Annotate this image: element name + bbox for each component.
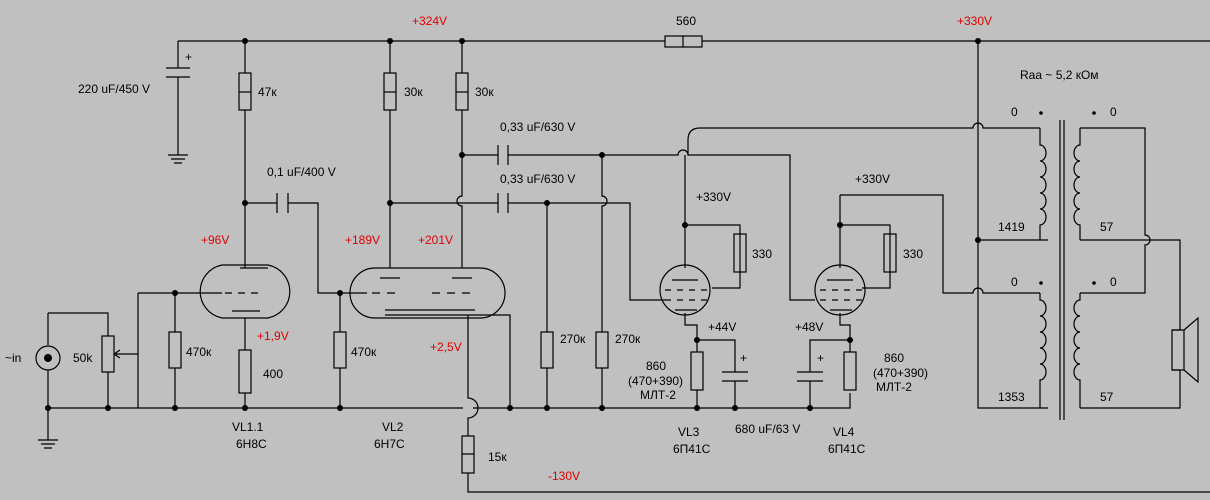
r470k-a-symbol	[168, 331, 182, 369]
voltage-44: +44V	[708, 320, 736, 334]
input-label: ~in	[5, 351, 21, 365]
r860-b-label: 860	[884, 351, 904, 365]
voltage-189: +189V	[345, 233, 380, 247]
c680-a-symbol	[722, 371, 748, 382]
c01-symbol	[276, 193, 289, 213]
tap-0-c: 0	[1011, 275, 1018, 289]
supply-330-vl4: +330V	[855, 172, 890, 186]
r470k-b-label: 470к	[351, 345, 377, 359]
r860-a-sub: (470+390)	[628, 374, 683, 388]
wires	[38, 40, 1210, 493]
input-jack-symbol	[35, 345, 61, 371]
c01-label: 0,1 uF/400 V	[267, 165, 336, 179]
vl3-name: VL3	[678, 425, 700, 439]
r400-symbol	[238, 349, 252, 394]
voltage-1-9: +1,9V	[257, 329, 289, 343]
voltage-96: +96V	[201, 233, 229, 247]
c033-b-label: 0,33 uF/630 V	[500, 172, 575, 186]
c033-b-symbol	[497, 193, 509, 213]
tap-0-d: 0	[1110, 275, 1117, 289]
r15k-label: 15к	[488, 450, 507, 464]
vl2-name: VL2	[382, 420, 404, 434]
tap-0-b: 0	[1110, 105, 1117, 119]
voltage-2-5: +2,5V	[430, 340, 462, 354]
r330-b-label: 330	[903, 247, 923, 261]
turns-1353: 1353	[998, 390, 1025, 404]
filter-capacitor-label: 220 uF/450 V	[78, 82, 150, 96]
turns-57-b: 57	[1100, 390, 1114, 404]
vl2-type: 6Н7С	[374, 437, 405, 451]
filter-capacitor-symbol: +	[166, 50, 192, 78]
r330-a-label: 330	[752, 247, 772, 261]
turns-57-a: 57	[1100, 220, 1114, 234]
tap-0-a: 0	[1011, 105, 1018, 119]
r860-a-label: 860	[646, 359, 666, 373]
voltage-324: +324V	[412, 14, 447, 28]
tube-vl3	[659, 264, 711, 316]
vl3-type: 6П41С	[673, 442, 711, 456]
c680-a-plus: +	[740, 351, 747, 365]
r470k-b-symbol	[333, 331, 347, 369]
c680-label: 680 uF/63 V	[735, 422, 800, 436]
voltage-201: +201V	[418, 233, 453, 247]
r270k-a-label: 270к	[560, 332, 586, 346]
tube-vl1	[199, 264, 291, 319]
voltage-330-top: +330V	[957, 14, 992, 28]
vl1-type: 6Н8С	[236, 437, 267, 451]
vl4-name: VL4	[833, 425, 855, 439]
r860-a-type: МЛТ-2	[640, 388, 676, 402]
c680-b-symbol	[797, 371, 823, 382]
r400-label: 400	[263, 367, 283, 381]
cap-plus-sign: +	[185, 50, 192, 64]
tube-vl4	[814, 264, 866, 316]
pot50k-symbol	[101, 335, 115, 373]
c680-b-plus: +	[817, 351, 824, 365]
voltage-minus-130: -130V	[548, 469, 580, 483]
voltage-48: +48V	[795, 320, 823, 334]
c033-a-symbol	[497, 145, 509, 165]
tube-vl2	[349, 267, 506, 319]
turns-1419: 1419	[998, 220, 1025, 234]
r860-b-sub: (470+390)	[873, 366, 928, 380]
r270k-b-label: 270к	[615, 332, 641, 346]
raa-label: Raa ~ 5,2 кОм	[1020, 68, 1099, 82]
r270k-b-symbol	[595, 331, 609, 369]
r560-label: 560	[676, 14, 696, 28]
vl4-type: 6П41С	[828, 442, 866, 456]
speaker-icon	[1171, 316, 1199, 384]
r270k-a-symbol	[540, 331, 554, 369]
c033-a-label: 0,33 uF/630 V	[500, 120, 575, 134]
r860-b-symbol	[843, 351, 857, 391]
r860-b-type: МЛТ-2	[876, 380, 912, 394]
junction-dots	[45, 38, 981, 411]
r860-a-symbol	[690, 351, 704, 391]
r30k-a-label: 30к	[404, 85, 423, 99]
output-transformer	[1039, 111, 1096, 420]
supply-330-vl3: +330V	[696, 190, 731, 204]
pot50k-label: 50k	[73, 351, 93, 365]
r30k-b-label: 30к	[475, 85, 494, 99]
r47k-label: 47к	[258, 85, 277, 99]
vl1-name: VL1.1	[232, 420, 264, 434]
r470k-a-label: 470к	[186, 345, 212, 359]
